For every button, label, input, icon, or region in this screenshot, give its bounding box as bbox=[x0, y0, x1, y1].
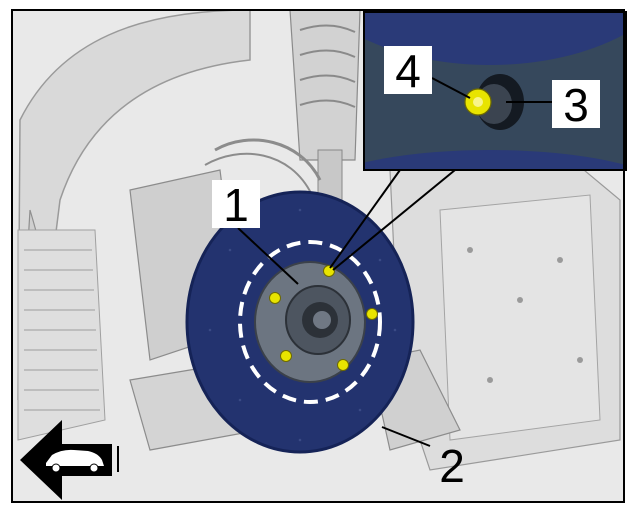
leader-line-4 bbox=[431, 77, 471, 99]
zoom-pointer bbox=[329, 169, 456, 271]
callout-label-1: 1 bbox=[223, 179, 249, 231]
bolt bbox=[280, 350, 292, 362]
leader-line-2 bbox=[381, 426, 431, 447]
bolt bbox=[323, 265, 335, 277]
callout-label-2: 2 bbox=[439, 440, 465, 492]
callout-1: 1 bbox=[212, 179, 260, 231]
bolt bbox=[337, 359, 349, 371]
bolt bbox=[269, 292, 281, 304]
figure-frame bbox=[11, 9, 625, 503]
callout-label-3: 3 bbox=[563, 79, 589, 131]
callout-2: 2 bbox=[439, 440, 465, 492]
dashed-ring bbox=[238, 240, 382, 404]
callout-3: 3 bbox=[552, 79, 600, 131]
leader-line-1 bbox=[237, 227, 299, 285]
bolt bbox=[366, 308, 378, 320]
car-forward-arrow-icon bbox=[20, 420, 119, 500]
wheel-bolts bbox=[269, 265, 378, 371]
callout-4: 4 bbox=[384, 45, 432, 97]
callout-label-4: 4 bbox=[395, 45, 421, 97]
